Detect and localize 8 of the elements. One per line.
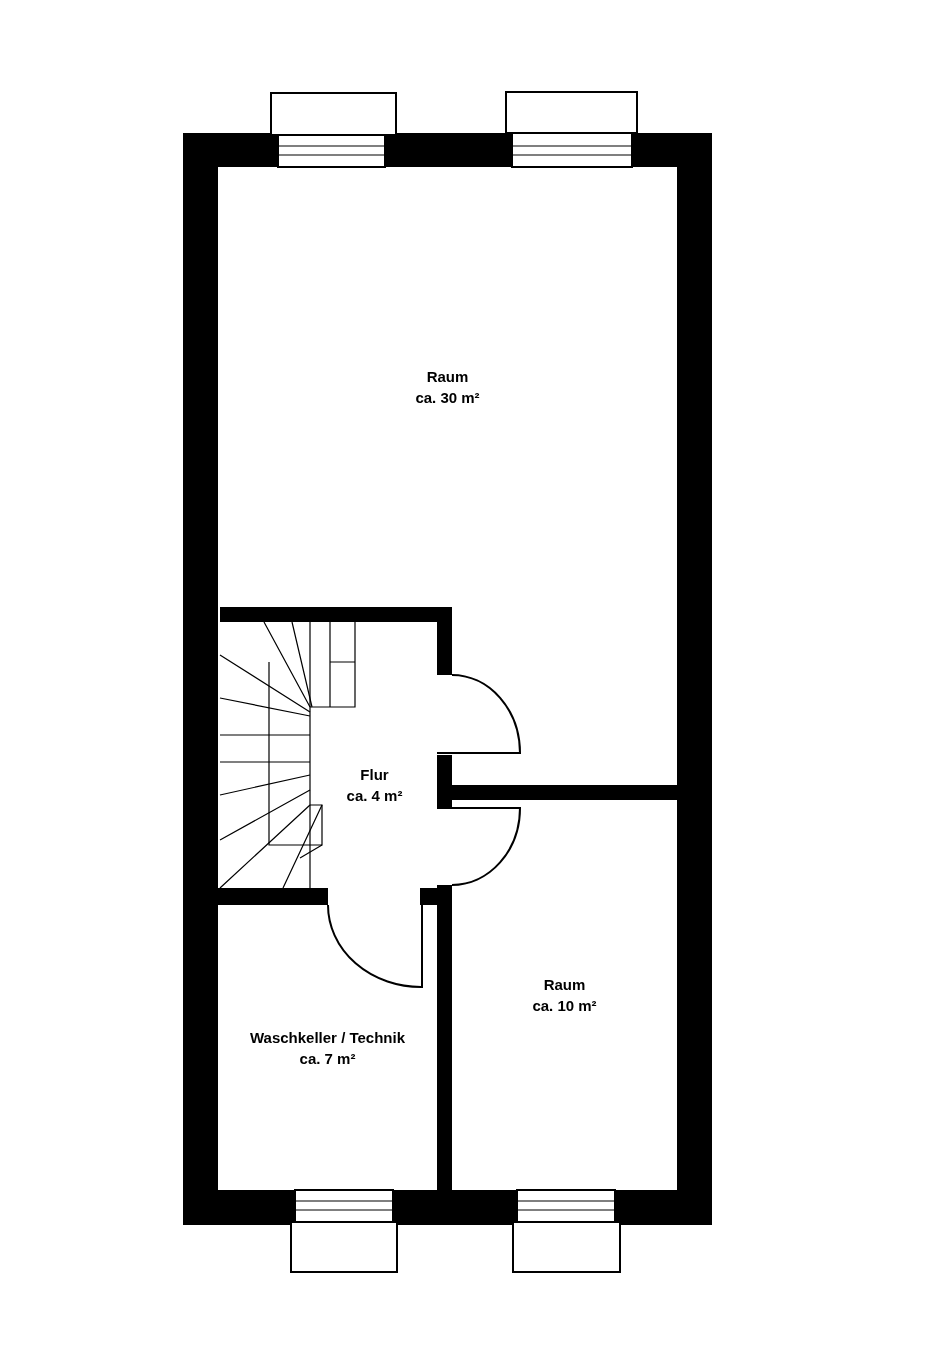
room-name: Raum — [426, 367, 469, 387]
room-area: ca. 10 m² — [532, 995, 597, 1016]
room-name: Waschkeller / Technik — [249, 1027, 406, 1048]
room-name: Flur — [360, 765, 389, 785]
room-area: ca. 4 m² — [346, 785, 403, 806]
room-name: Raum — [543, 975, 586, 995]
room-area: ca. 30 m² — [415, 387, 480, 408]
room-area: ca. 7 m² — [299, 1047, 356, 1069]
